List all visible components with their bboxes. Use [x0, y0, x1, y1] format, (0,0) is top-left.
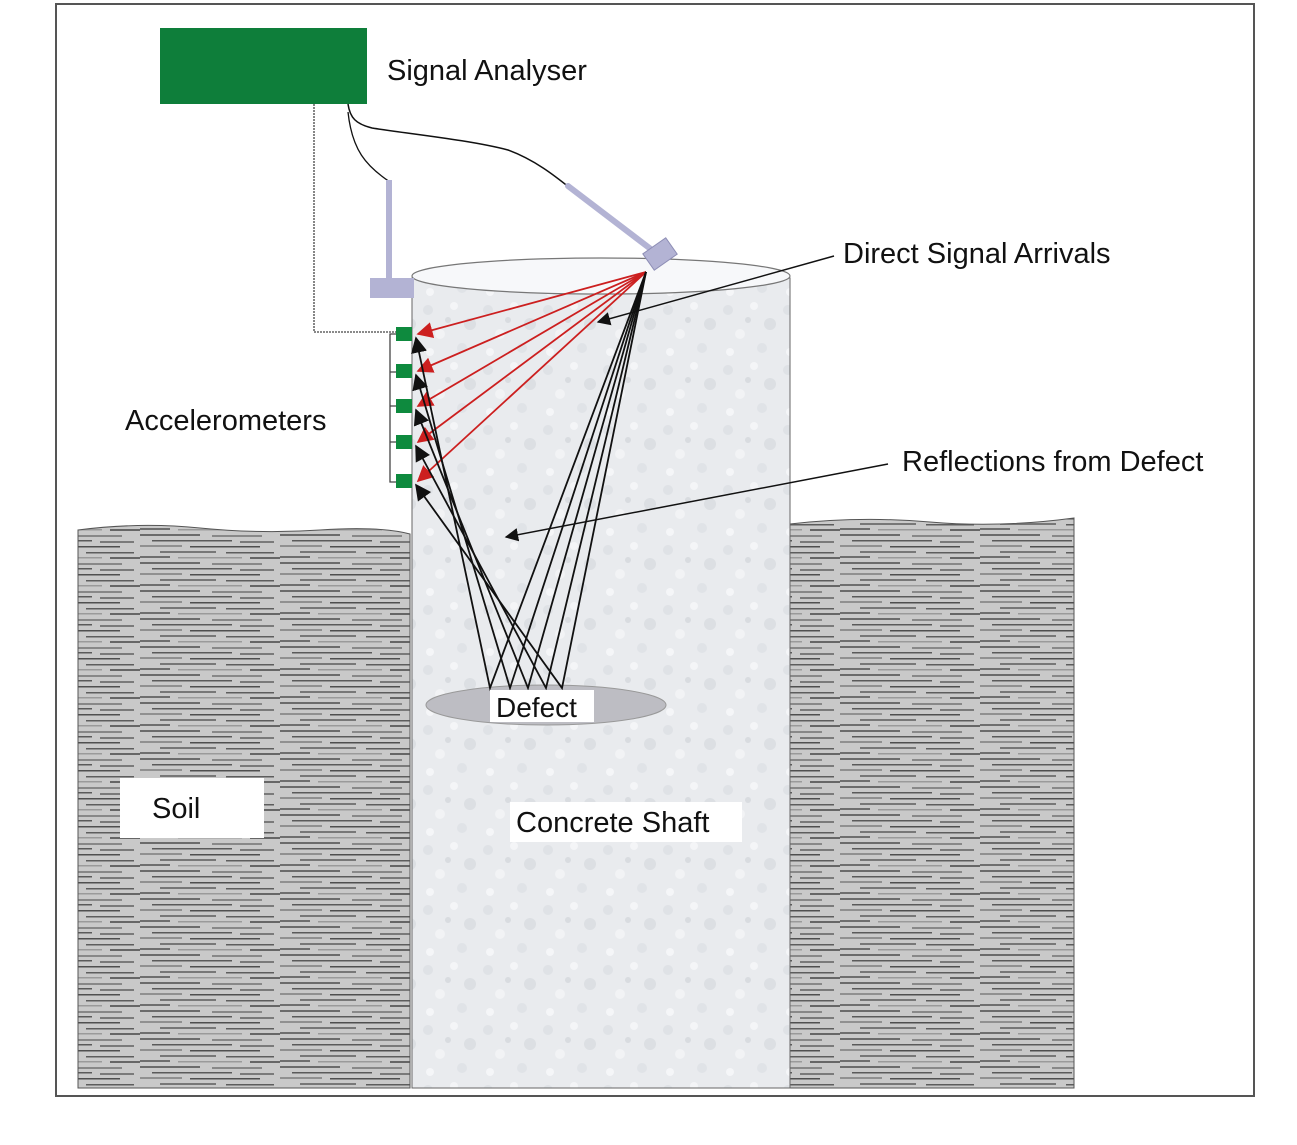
- label-defect: Defect: [496, 692, 577, 723]
- reflection-rays: [411, 271, 647, 692]
- direct-rays: [416, 271, 647, 483]
- defect-label-bg: [490, 690, 594, 722]
- shaft-top: [411, 257, 791, 295]
- direct-ray: [416, 271, 647, 483]
- reflection-ray: [415, 271, 647, 691]
- accelerometer-sensor: [396, 399, 412, 413]
- soil-label-bg: [120, 778, 264, 838]
- accelerometer-rail: [389, 333, 398, 483]
- concrete-shaft: [411, 277, 791, 1089]
- label-direct-signal-arrivals: Direct Signal Arrivals: [843, 238, 1111, 270]
- accelerometer-sensor: [396, 327, 412, 341]
- hammer-head: [642, 237, 678, 271]
- direct-ray: [416, 271, 647, 407]
- accelerometer-sensor: [396, 364, 412, 378]
- accelerometer-group: [396, 327, 412, 488]
- signal-analyser-box: [160, 28, 367, 104]
- accelerometer-sensor: [396, 435, 412, 449]
- reflection-ray: [413, 271, 647, 691]
- frame-border: [55, 3, 1255, 1097]
- direct-ray: [416, 271, 647, 443]
- label-reflections-from-defect: Reflections from Defect: [902, 446, 1203, 478]
- label-concrete-shaft: Concrete Shaft: [516, 807, 709, 839]
- reflection-ray: [412, 271, 647, 692]
- reflection-ray: [415, 271, 647, 691]
- label-soil: Soil: [152, 793, 200, 825]
- pointer-direct-signal: [596, 255, 835, 326]
- concrete-label-bg: [510, 802, 742, 842]
- cable-to-hammer: [347, 103, 571, 189]
- hammer-handle: [565, 183, 655, 253]
- soil-right: [789, 517, 1075, 1089]
- cable-to-accelerometers: [313, 104, 398, 333]
- stand-base: [370, 278, 414, 298]
- direct-ray: [416, 271, 647, 373]
- label-accelerometers: Accelerometers: [125, 405, 326, 437]
- stand-post: [386, 180, 392, 280]
- direct-ray: [416, 271, 647, 338]
- pointer-reflections: [504, 463, 889, 542]
- cable-to-stand: [347, 111, 391, 183]
- accelerometer-sensor: [396, 474, 412, 488]
- label-signal-analyser: Signal Analyser: [387, 55, 587, 87]
